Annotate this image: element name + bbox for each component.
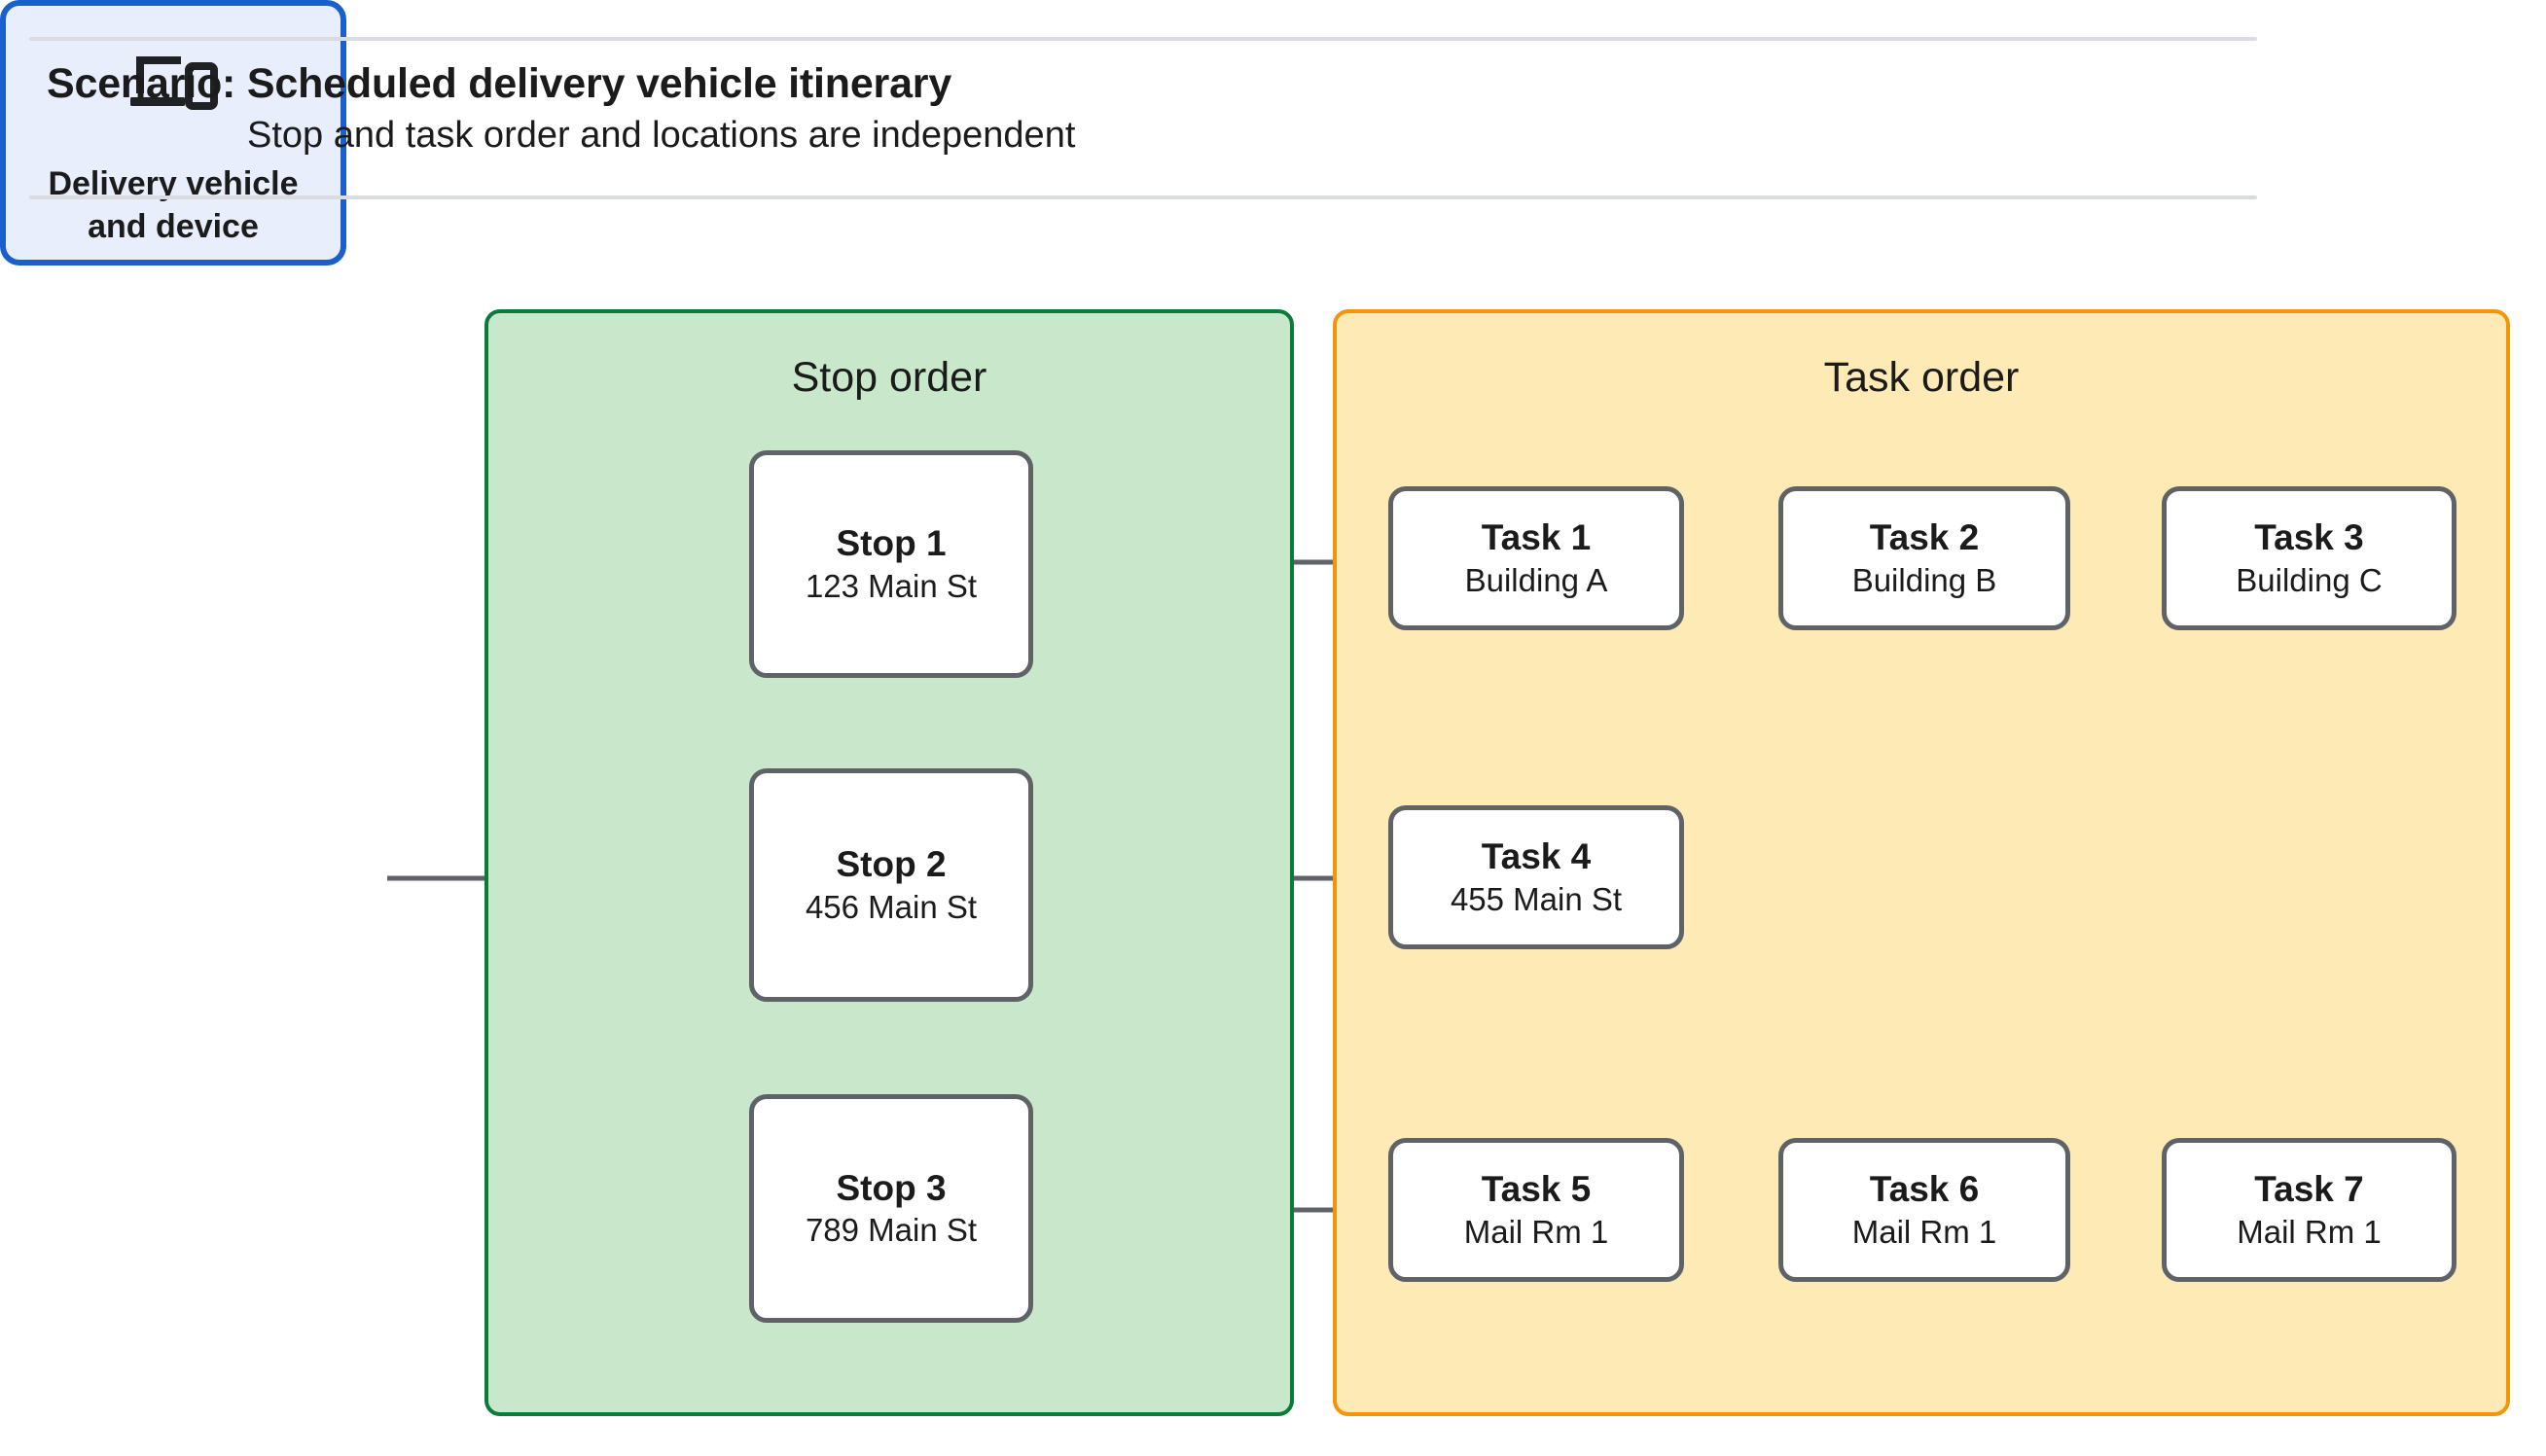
header-divider-bottom xyxy=(29,195,2257,199)
header-divider-top xyxy=(29,37,2257,41)
task-node-name: Task 6 xyxy=(1869,1169,1980,1210)
task-node-location: Building A xyxy=(1464,561,1608,598)
laptop-and-phone-icon xyxy=(128,53,218,113)
stop-node-address: 123 Main St xyxy=(805,567,978,604)
task-node-2[interactable]: Task 2 Building B xyxy=(1778,486,2070,630)
task-node-location: Mail Rm 1 xyxy=(2237,1213,2382,1250)
task-node-6[interactable]: Task 6 Mail Rm 1 xyxy=(1778,1138,2070,1282)
stop-node-name: Stop 2 xyxy=(836,844,947,885)
task-node-name: Task 4 xyxy=(1481,836,1592,877)
page-title: Scenario: Scheduled delivery vehicle iti… xyxy=(47,60,952,107)
stop-order-panel-title: Stop order xyxy=(791,354,987,401)
task-node-name: Task 1 xyxy=(1481,517,1592,558)
stop-node-1[interactable]: Stop 1 123 Main St xyxy=(749,450,1033,678)
task-node-name: Task 3 xyxy=(2254,517,2364,558)
stop-node-name: Stop 3 xyxy=(836,1167,947,1208)
stop-node-2[interactable]: Stop 2 456 Main St xyxy=(749,768,1033,1002)
task-node-7[interactable]: Task 7 Mail Rm 1 xyxy=(2162,1138,2456,1282)
delivery-vehicle-and-device-node[interactable]: Delivery vehicle and device xyxy=(0,0,346,266)
task-node-5[interactable]: Task 5 Mail Rm 1 xyxy=(1388,1138,1684,1282)
task-node-location: Mail Rm 1 xyxy=(1851,1213,1997,1250)
task-node-1[interactable]: Task 1 Building A xyxy=(1388,486,1684,630)
page-subtitle: Stop and task order and locations are in… xyxy=(247,115,1076,156)
stop-node-address: 456 Main St xyxy=(805,888,978,925)
task-node-name: Task 5 xyxy=(1481,1169,1592,1210)
task-node-location: 455 Main St xyxy=(1450,880,1623,917)
task-node-location: Building B xyxy=(1851,561,1997,598)
stop-node-name: Stop 1 xyxy=(836,523,947,564)
stop-node-address: 789 Main St xyxy=(805,1212,978,1249)
task-node-location: Building C xyxy=(2236,561,2383,598)
task-node-3[interactable]: Task 3 Building C xyxy=(2162,486,2456,630)
vehicle-node-label: Delivery vehicle and device xyxy=(48,163,298,248)
task-node-name: Task 7 xyxy=(2254,1169,2364,1210)
vehicle-node-label-line-2: and device xyxy=(88,207,259,245)
task-node-location: Mail Rm 1 xyxy=(1463,1213,1609,1250)
stop-node-3[interactable]: Stop 3 789 Main St xyxy=(749,1094,1033,1323)
task-node-4[interactable]: Task 4 455 Main St xyxy=(1388,805,1684,949)
task-order-panel-title: Task order xyxy=(1823,354,2020,401)
task-node-name: Task 2 xyxy=(1869,517,1980,558)
